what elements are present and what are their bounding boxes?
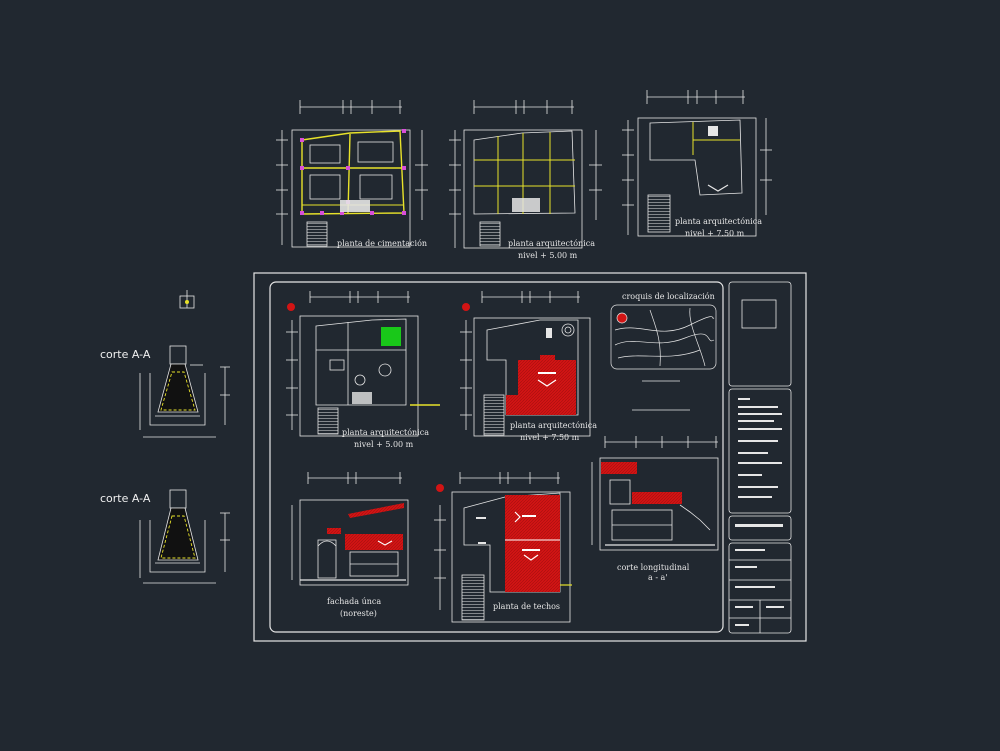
label-nivel-750-top: nivel + 7.50 m [685,229,745,238]
title-block [728,281,792,634]
label-croquis: croquis de localización [622,292,715,301]
label-planta-arq-750-top: planta arquitectónica [675,217,762,226]
label-planta-arq-500-top: planta arquitectónica [508,239,595,248]
label-fachada-sub: (noreste) [340,609,377,618]
sheet-plan-500 [286,291,440,437]
label-corte-long: corte longitudinal [617,563,690,572]
label-planta-techos: planta de techos [493,602,560,611]
corte-aa-1 [139,345,230,438]
label-nivel-500-sheet: nivel + 5.00 m [354,440,414,449]
sheet-plan-750 [460,291,591,437]
label-corte-long-sub: a - a' [648,573,668,582]
label-fachada: fachada únca [327,597,381,606]
plan-techos [434,472,572,623]
label-planta-arq-500-sheet: planta arquitectónica [342,428,429,437]
corte-aa-2 [139,489,230,584]
croquis-map [610,304,717,411]
plan-cimentacion [276,100,428,248]
sheet-border [253,272,807,642]
label-nivel-500-top: nivel + 5.00 m [518,251,578,260]
plan-arq-500-top [449,100,602,249]
detail-small-footing [179,290,195,309]
fachada-elevation [291,472,409,586]
label-planta-cimentacion: planta de cimentación [337,239,427,248]
plan-arq-750-top [622,90,772,237]
label-corte-aa-2: corte A-A [100,492,151,505]
corte-longitudinal [591,436,719,551]
label-nivel-750-sheet: nivel + 7.50 m [520,433,580,442]
label-planta-arq-750-sheet: planta arquitectónica [510,421,597,430]
label-corte-aa-1: corte A-A [100,348,151,361]
